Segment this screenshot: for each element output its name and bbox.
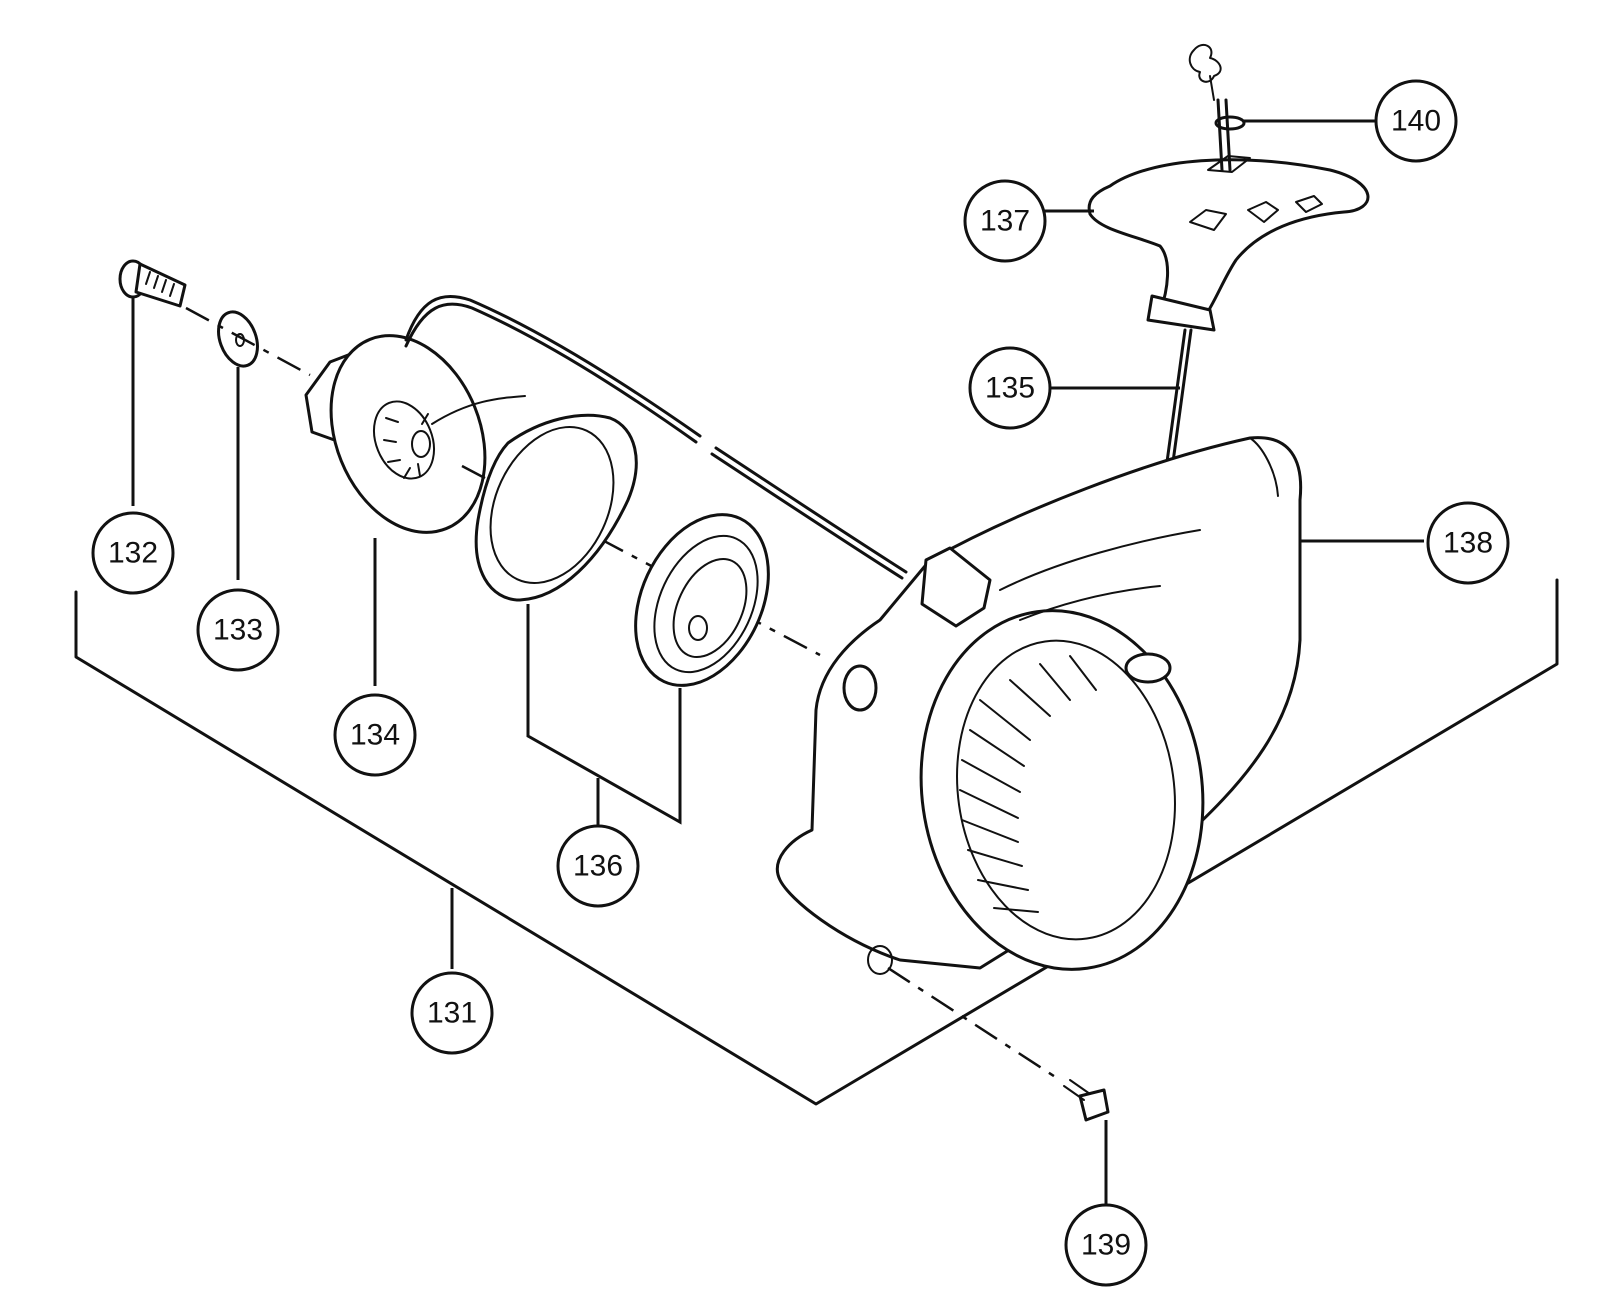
callout-132: 132	[91, 511, 175, 595]
callout-131-label: 131	[427, 997, 477, 1030]
washer-133	[217, 310, 259, 580]
bolt-132	[118, 259, 187, 506]
starter-housing-138	[775, 436, 1424, 975]
callout-135-label: 135	[985, 372, 1035, 405]
callout-131: 131	[410, 971, 494, 1055]
pulley-134	[304, 334, 526, 686]
callout-133: 133	[196, 588, 280, 672]
callout-136: 136	[556, 824, 640, 908]
screw-139	[887, 966, 1110, 1204]
callout-137: 137	[963, 179, 1047, 263]
spring-case-136	[474, 413, 770, 836]
callout-136-label: 136	[573, 850, 623, 883]
callout-137-label: 137	[980, 205, 1030, 238]
assembly-bracket-131	[74, 578, 1559, 1106]
callout-140-label: 140	[1391, 105, 1441, 138]
callout-139-label: 139	[1081, 1229, 1131, 1262]
callout-134-label: 134	[350, 719, 400, 752]
callout-139: 139	[1064, 1203, 1148, 1287]
callout-132-label: 132	[108, 537, 158, 570]
callout-138-label: 138	[1443, 527, 1493, 560]
starter-handle-137	[1045, 155, 1370, 332]
callout-138: 138	[1426, 501, 1510, 585]
callout-135: 135	[968, 346, 1052, 430]
rope-clip-140	[1188, 43, 1377, 172]
callout-133-label: 133	[213, 614, 263, 647]
callout-140: 140	[1374, 79, 1458, 163]
callout-134: 134	[333, 693, 417, 777]
